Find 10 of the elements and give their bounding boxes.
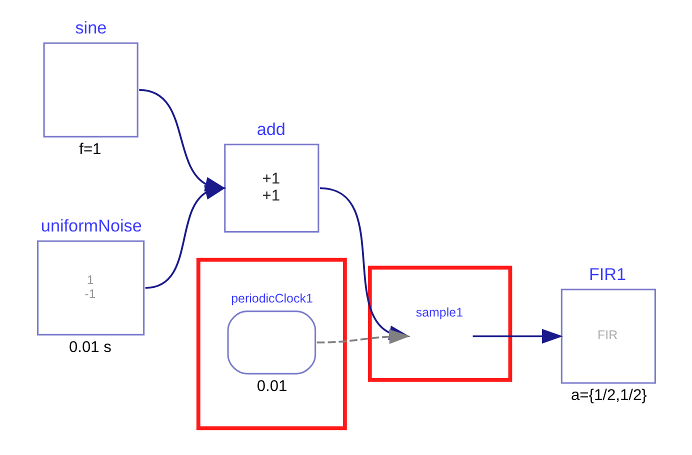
node-text: sample1 [415, 306, 463, 320]
node-label: a={1/2,1/2} [570, 387, 646, 404]
node-label: f=1 [78, 140, 101, 158]
node-label: add [256, 118, 285, 139]
node-label: sine [74, 17, 106, 38]
node-label: periodicClock1 [230, 292, 312, 306]
node-label: uniformNoise [40, 215, 142, 236]
node-label: FIR1 [588, 264, 626, 284]
node-label: 0.01 s [68, 338, 111, 356]
node-label: 0.01 [256, 378, 287, 395]
